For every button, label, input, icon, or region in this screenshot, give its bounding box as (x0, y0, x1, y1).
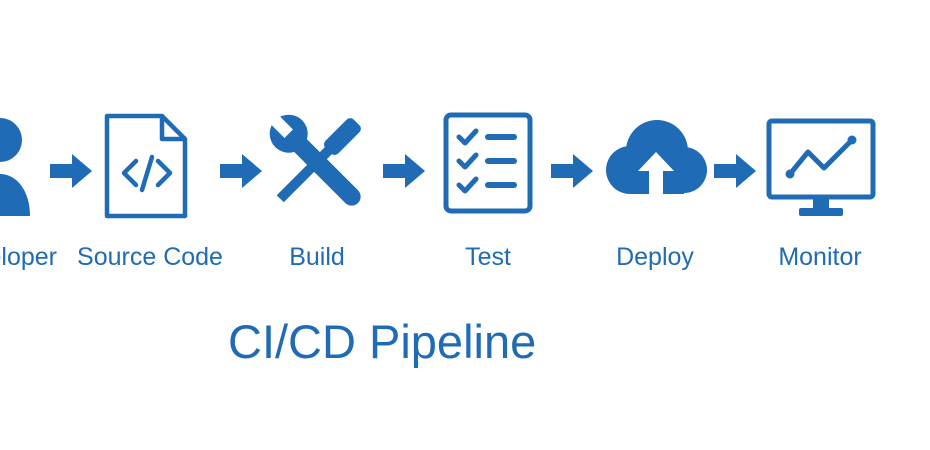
checklist-icon (443, 112, 533, 214)
stage-label-deploy: Deploy (616, 243, 694, 271)
wrench-screwdriver-icon (268, 113, 361, 206)
user-icon (0, 118, 30, 216)
stage-label-test: Test (465, 243, 511, 271)
arrow-right-icon (714, 154, 756, 188)
arrow-right-icon (50, 154, 92, 188)
cloud-upload-icon (606, 120, 707, 194)
stage-label-monitor: Monitor (778, 243, 862, 271)
stage-label-build: Build (289, 243, 345, 271)
monitor-chart-icon (766, 118, 876, 216)
arrow-right-icon (383, 154, 425, 188)
stage-label-source-code: Source Code (77, 243, 223, 271)
diagram-title: CI/CD Pipeline (228, 315, 537, 368)
arrow-right-icon (220, 154, 262, 188)
code-file-icon (104, 113, 188, 219)
stage-label-developer: Developer (0, 243, 57, 271)
arrow-right-icon (551, 154, 593, 188)
